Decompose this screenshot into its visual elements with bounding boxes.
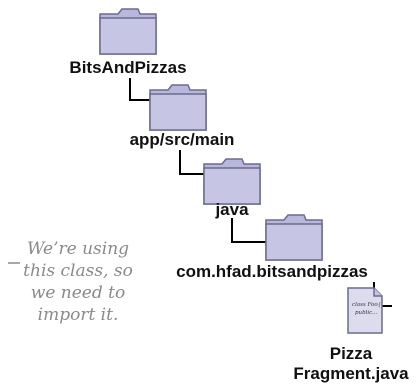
- file-snippet-line1: class Foo{: [352, 302, 382, 308]
- folder-label-app-src-main: app/src/main: [129, 130, 235, 149]
- annotation-note: We’re using this class, so we need to im…: [8, 238, 148, 326]
- file-label-line2: Fragment.java: [293, 364, 409, 383]
- annotation-line2: this class, so: [23, 261, 133, 281]
- folder-icon: [265, 214, 323, 261]
- folder-icon: [99, 8, 157, 55]
- java-file-node: class Foo{ public...: [282, 286, 412, 342]
- folder-label-bitsandpizzas: BitsAndPizzas: [69, 58, 187, 77]
- file-label-line1: Pizza: [329, 344, 373, 363]
- folder-icon: [203, 158, 261, 205]
- file-snippet-line2: public...: [355, 310, 378, 316]
- tree-connector: [231, 218, 266, 243]
- annotation-line1: We’re using: [26, 239, 130, 259]
- folder-icon: [149, 84, 207, 131]
- annotation-line4: import it.: [37, 305, 119, 325]
- annotation-line3: we need to: [30, 283, 126, 303]
- java-file-icon: class Foo{ public...: [347, 287, 383, 334]
- file-label-pizza-fragment: Pizza Fragment.java: [286, 344, 416, 384]
- annotation-pointer-tick: [8, 262, 20, 264]
- folder-label-com-hfad-bitsandpizzas: com.hfad.bitsandpizzas: [176, 262, 368, 281]
- tree-connector: [129, 78, 156, 101]
- folder-label-java: java: [215, 200, 249, 219]
- tree-connector: [179, 150, 206, 175]
